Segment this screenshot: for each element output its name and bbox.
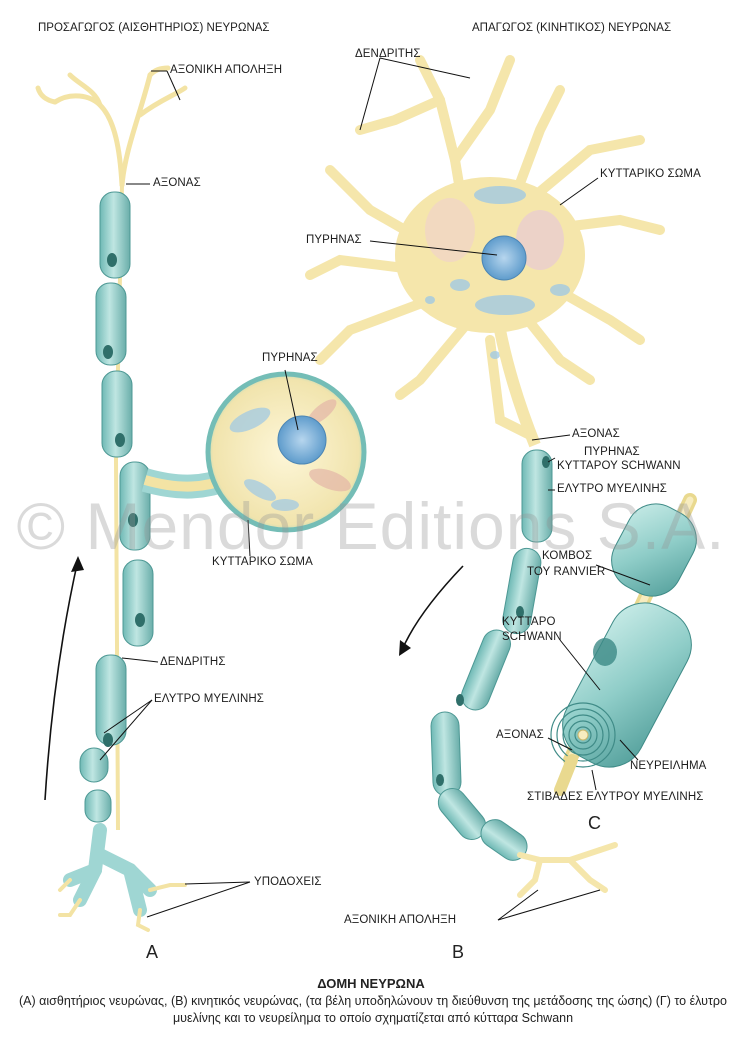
panel-letter-a: A	[146, 942, 158, 963]
panel-letter-c: C	[588, 813, 601, 834]
caption-body: (Α) αισθητήριος νευρώνας, (Β) κινητικός …	[18, 993, 728, 1027]
label-b-schwann-cell-1: ΚΥΤΤΑΡΟ	[502, 616, 556, 628]
label-c-axon: ΑΞΟΝΑΣ	[496, 729, 544, 741]
motor-neuron	[310, 60, 660, 895]
caption-title: ΔΟΜΗ ΝΕΥΡΩΝΑ	[0, 976, 742, 991]
label-a-receptors: ΥΠΟΔΟΧΕΙΣ	[254, 876, 322, 888]
label-c-neurilemma: ΝΕΥΡΕΙΛΗΜΑ	[630, 760, 706, 772]
label-b-ranvier-1: ΚΟΜΒΟΣ	[542, 550, 592, 562]
label-b-nucleus: ΠΥΡΗΝΑΣ	[306, 234, 362, 246]
label-b-schwann-cell-2: SCHWANN	[502, 631, 562, 643]
label-b-dendrite: ΔΕΝΔΡΙΤΗΣ	[355, 48, 421, 60]
label-b-cell-body: ΚΥΤΤΑΡΙΚΟ ΣΩΜΑ	[600, 168, 701, 180]
label-b-axon: ΑΞΟΝΑΣ	[572, 428, 620, 440]
label-a-nucleus: ΠΥΡΗΝΑΣ	[262, 352, 318, 364]
label-a-axon-terminal: ΑΞΟΝΙΚΗ ΑΠΟΛΗΞΗ	[170, 64, 282, 76]
label-a-cell-body: ΚΥΤΤΑΡΙΚΟ ΣΩΜΑ	[212, 556, 313, 568]
label-a-myelin: ΕΛΥΤΡΟ ΜΥΕΛΙΝΗΣ	[154, 693, 264, 705]
watermark: © Mendor Editions S.A.	[0, 488, 742, 564]
label-b-myelin: ΕΛΥΤΡΟ ΜΥΕΛΙΝΗΣ	[557, 483, 667, 495]
label-b-ranvier-2: ΤΟΥ RANVIER	[527, 566, 605, 578]
motor-neuron-title: ΑΠΑΓΩΓΟΣ (ΚΙΝΗΤΙΚΟΣ) ΝΕΥΡΩΝΑΣ	[472, 22, 671, 34]
label-b-schwann-nucleus-1: ΠΥΡΗΝΑΣ	[584, 446, 640, 458]
label-c-myelin-layers: ΣΤΙΒΑΔΕΣ ΕΛΥΤΡΟΥ ΜΥΕΛΙΝΗΣ	[527, 791, 703, 803]
label-a-axon: ΑΞΟΝΑΣ	[153, 177, 201, 189]
panel-letter-b: B	[452, 942, 464, 963]
label-a-dendrite: ΔΕΝΔΡΙΤΗΣ	[160, 656, 226, 668]
label-b-schwann-nucleus-2: ΚΥΤΤΑΡΟΥ SCHWANN	[557, 460, 681, 472]
sensory-neuron-title: ΠΡΟΣΑΓΩΓΟΣ (ΑΙΣΘΗΤΗΡΙΟΣ) ΝΕΥΡΩΝΑΣ	[38, 22, 270, 34]
label-b-axon-terminal: ΑΞΟΝΙΚΗ ΑΠΟΛΗΞΗ	[344, 914, 456, 926]
